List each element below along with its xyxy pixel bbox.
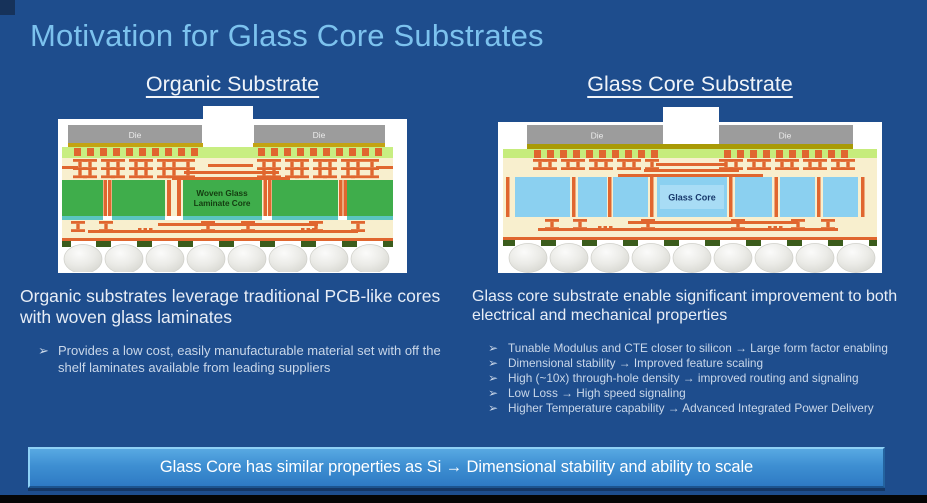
arrow-bullet-icon: ➢ <box>488 401 498 416</box>
organic-bullet-list: ➢ Provides a low cost, easily manufactur… <box>38 343 450 377</box>
bullet-item: ➢ Provides a low cost, easily manufactur… <box>38 343 450 377</box>
arrow-bullet-icon: ➢ <box>488 386 498 401</box>
core-label-line1: Woven Glass <box>196 189 248 198</box>
solder-balls <box>508 243 876 273</box>
glass-core-substrate-diagram: Die Die Glass Core <box>498 107 882 273</box>
arrow-bullet-icon: ➢ <box>488 371 498 386</box>
woven-glass-core-blocks <box>62 180 393 216</box>
solder-mask-pads <box>62 241 393 247</box>
microbump-row <box>534 150 848 158</box>
teal-layer <box>62 216 393 220</box>
die-label: Die <box>591 131 604 141</box>
lid-tab <box>663 107 719 144</box>
corner-artifact <box>0 0 15 15</box>
bullet-text: Dimensional stability → Improved feature… <box>508 356 764 371</box>
bullet-item: ➢ Tunable Modulus and CTE closer to sili… <box>488 341 925 356</box>
organic-substrate-diagram: Die Die <box>58 106 407 273</box>
die-right <box>718 125 853 144</box>
glass-summary: Glass core substrate enable significant … <box>472 288 898 325</box>
arrow-bullet-icon: ➢ <box>488 356 498 371</box>
solder-mask-pads <box>503 240 877 246</box>
glass-bullet-list: ➢ Tunable Modulus and CTE closer to sili… <box>488 341 925 416</box>
bottom-black-strip <box>0 495 927 503</box>
green-film-layer <box>503 149 877 158</box>
arrow-bullet-icon: ➢ <box>38 343 49 358</box>
bullet-item: ➢ Dimensional stability → Improved featu… <box>488 356 925 371</box>
organic-summary: Organic substrates leverage traditional … <box>20 286 441 327</box>
die-label: Die <box>129 130 142 140</box>
bullet-text: High (~10x) through-hole density → impro… <box>508 371 859 386</box>
lower-traces <box>62 223 393 241</box>
organic-substrate-heading: Organic Substrate <box>145 72 320 96</box>
bullet-text: Low Loss → High speed signaling <box>508 386 686 401</box>
lid-tab <box>203 106 253 147</box>
die-right <box>254 125 385 143</box>
die-left <box>527 125 668 144</box>
die-left <box>68 125 202 143</box>
bullet-text: Provides a low cost, easily manufacturab… <box>58 343 441 375</box>
die-label: Die <box>779 131 792 141</box>
green-film-layer <box>62 147 393 158</box>
center-traces <box>618 163 763 177</box>
gold-layer <box>527 144 853 149</box>
center-traces <box>62 164 393 180</box>
glass-core-substrate-heading: Glass Core Substrate <box>587 72 793 96</box>
bullet-item: ➢ Low Loss → High speed signaling <box>488 386 925 401</box>
banner-text: Glass Core has similar properties as Si … <box>159 458 754 476</box>
bullet-item: ➢ High (~10x) through-hole density → imp… <box>488 371 925 386</box>
bullet-item: ➢ Higher Temperature capability → Advanc… <box>488 401 925 416</box>
bullet-text: Higher Temperature capability → Advanced… <box>508 401 874 416</box>
page-title: Motivation for Glass Core Substrates <box>30 18 544 53</box>
glass-core-label-box <box>660 185 724 209</box>
bullet-text: Tunable Modulus and CTE closer to silico… <box>508 341 888 355</box>
arrow-bullet-icon: ➢ <box>488 341 498 355</box>
lower-traces <box>503 221 877 240</box>
box-bottom-edge <box>58 272 407 273</box>
core-through-vias <box>103 180 347 216</box>
core-label-line2: Laminate Core <box>194 199 251 208</box>
die-label: Die <box>313 130 326 140</box>
through-glass-vias <box>506 177 865 217</box>
key-message-banner: Glass Core has similar properties as Si … <box>28 447 885 488</box>
core-label: Glass Core <box>668 193 716 203</box>
microbump-row <box>74 148 382 156</box>
